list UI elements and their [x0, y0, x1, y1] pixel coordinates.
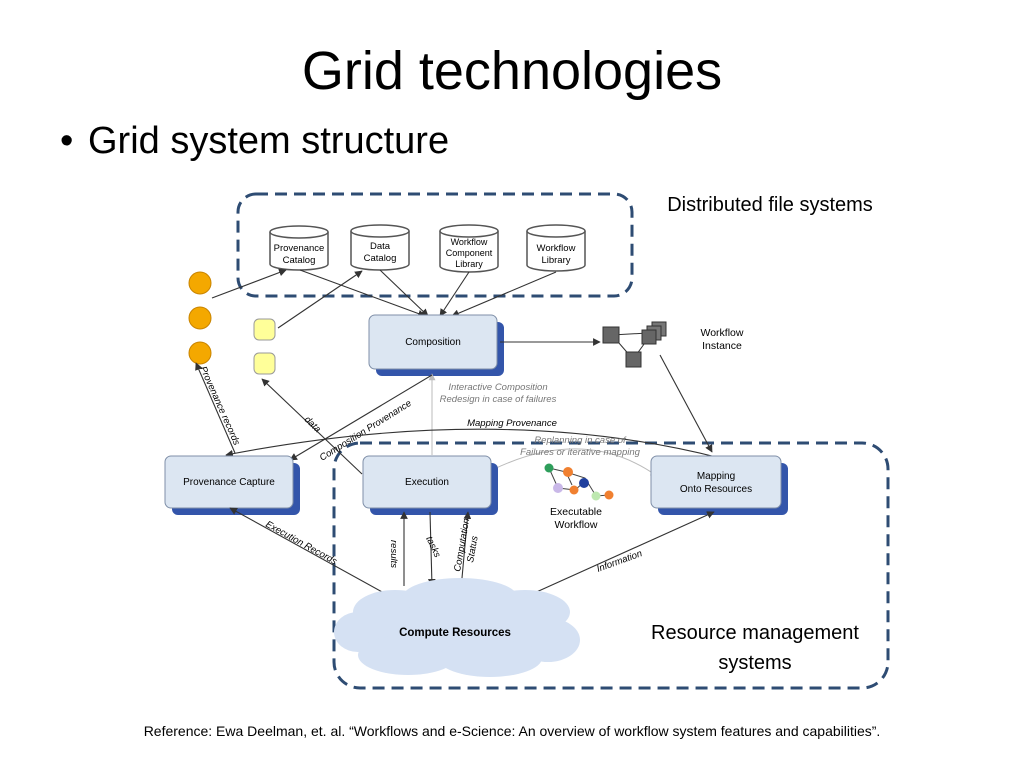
rms-group-label: Resource management	[651, 622, 859, 644]
svg-text:Workflow: Workflow	[537, 243, 576, 254]
tasks-label: tasks	[423, 535, 442, 560]
information-label: Information	[595, 548, 643, 575]
reference-footnote: Reference: Ewa Deelman, et. al. “Workflo…	[143, 723, 881, 739]
compute-resources-cloud: Compute Resources	[334, 578, 580, 677]
workflow-instance-label: Workflow	[701, 327, 744, 339]
bullet-marker: •	[60, 120, 74, 162]
data-catalog: Data Catalog	[350, 224, 410, 271]
mapping-provenance-label: Mapping Provenance	[467, 418, 557, 429]
dfs-group	[236, 192, 634, 298]
provenance-record-dot	[188, 341, 212, 365]
svg-text:Compute Resources: Compute Resources	[399, 627, 511, 639]
computation-status-label: Status	[465, 535, 481, 564]
replanning-note: Replanning in case of	[534, 435, 627, 446]
svg-text:Composition: Composition	[405, 337, 461, 348]
svg-text:Execution: Execution	[405, 477, 449, 488]
data-item	[253, 318, 276, 341]
workflow-instance-icon	[602, 321, 667, 368]
bullet-item: • Grid system structure	[60, 120, 449, 163]
svg-text:Onto Resources: Onto Resources	[680, 484, 752, 495]
results-label: results	[388, 540, 399, 568]
replanning-note: Failures or iterative mapping	[520, 447, 641, 458]
provenance-catalog: Provenance Catalog	[269, 225, 329, 271]
svg-text:Workflow: Workflow	[451, 237, 488, 247]
provenance-records-label: Provenance records	[197, 365, 242, 447]
mapping-box: Mapping Onto Resources	[650, 455, 788, 515]
execution-records-label: Execution Records	[264, 519, 339, 567]
dfs-group-label: Distributed file systems	[667, 194, 873, 216]
svg-text:Library: Library	[455, 259, 483, 269]
rms-group-label: systems	[718, 652, 792, 674]
executable-workflow-label: Workflow	[555, 519, 598, 531]
data-item	[253, 352, 276, 375]
execution-box: Execution	[362, 455, 498, 515]
composition-provenance-label: Composition Provenance	[318, 398, 414, 464]
svg-text:Provenance: Provenance	[274, 243, 325, 254]
workflow-component-library: Workflow Component Library	[439, 224, 499, 273]
executable-workflow-icon	[544, 463, 614, 501]
workflow-instance-label: Instance	[702, 340, 742, 352]
slide-title: Grid technologies	[301, 41, 723, 101]
provenance-capture-box: Provenance Capture	[164, 455, 300, 515]
svg-text:Data: Data	[370, 241, 391, 252]
workflow-library: Workflow Library	[526, 224, 586, 272]
interactive-composition-note: Redesign in case of failures	[440, 394, 557, 405]
svg-text:Library: Library	[541, 255, 570, 266]
bullet-text: Grid system structure	[88, 120, 450, 162]
provenance-record-dot	[188, 306, 212, 330]
interactive-composition-note: Interactive Composition	[448, 382, 547, 393]
svg-text:Component: Component	[446, 248, 493, 258]
executable-workflow-label: Executable	[550, 506, 602, 518]
svg-text:Mapping: Mapping	[697, 471, 735, 482]
composition-box: Composition	[368, 314, 504, 376]
provenance-record-dot	[188, 271, 212, 295]
data-label: data	[302, 414, 323, 435]
svg-text:Provenance Capture: Provenance Capture	[183, 477, 275, 488]
svg-text:Catalog: Catalog	[283, 255, 316, 266]
svg-text:Catalog: Catalog	[364, 253, 397, 264]
